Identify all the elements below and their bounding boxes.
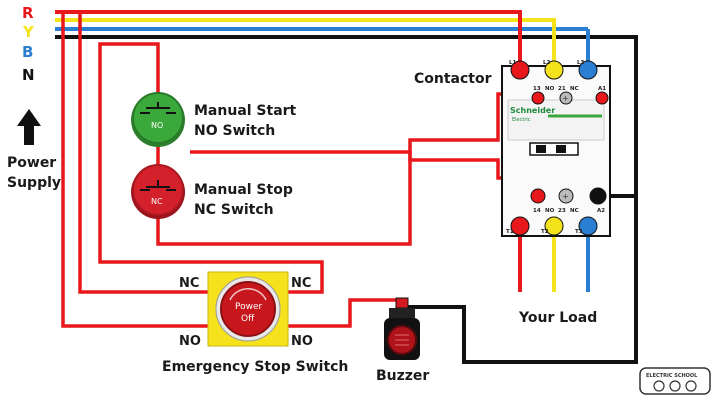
estop-no-to-buzzer-wire (288, 298, 400, 328)
coil-terminal-a2 (589, 187, 607, 205)
logo-bulb-1 (653, 380, 665, 392)
terminal-l2-label: L2 (543, 60, 551, 66)
contactor-title: Contactor (414, 71, 492, 87)
estop-no-left-label: NO (179, 334, 201, 349)
estop-nc-right-label: NC (291, 276, 311, 291)
r-to-estop-no-wire (61, 12, 210, 328)
aux-top-no: NO (545, 86, 555, 92)
aux-bottom-nc: NC (570, 208, 579, 214)
start-badge: NO (151, 121, 163, 130)
terminal-t1-label: T1 (506, 229, 514, 235)
start-label-line2: NO Switch (194, 123, 275, 139)
stop-label-line2: NC Switch (194, 202, 274, 218)
logo-bulb-3 (685, 380, 697, 392)
aux-bottom-a2: A2 (597, 208, 605, 214)
terminal-l2 (544, 60, 564, 80)
logo-bulb-2 (669, 380, 681, 392)
phase-y-label: Y (22, 23, 35, 41)
terminal-t2-label: T2 (541, 229, 549, 235)
aux-terminal-21-screw: + (562, 94, 569, 103)
aux-bottom-23: 23 (558, 208, 566, 214)
contactor-window-mark-1 (536, 145, 546, 153)
terminal-t2 (544, 216, 564, 236)
load-label: Your Load (518, 310, 597, 326)
aux-terminal-13 (531, 91, 545, 105)
terminal-l1-label: L1 (509, 60, 517, 66)
contactor-brand: Schneider (510, 106, 555, 115)
stop-badge: NC (151, 197, 163, 206)
buzzer-label: Buzzer (376, 368, 429, 384)
stop-to-contactor-wire (156, 92, 520, 246)
neutral-label: N (22, 66, 35, 84)
estop-no-right-label: NO (291, 334, 313, 349)
terminal-t1 (510, 216, 530, 236)
aux-top-a1: A1 (598, 86, 606, 92)
aux-terminal-21 (559, 91, 573, 105)
coil-terminal-a1 (595, 91, 609, 105)
estop-button[interactable] (220, 281, 276, 337)
aux-top-nc: NC (570, 86, 579, 92)
aux-top-21: 21 (558, 86, 566, 92)
aux-terminal-23 (558, 188, 574, 204)
start-button[interactable] (132, 92, 184, 144)
contactor-panel (507, 99, 605, 141)
terminal-l1 (510, 60, 530, 80)
aux-terminal-23-screw: + (562, 192, 569, 201)
start-label-line1: Manual Start (194, 103, 297, 119)
phase-r-label: R (22, 4, 34, 22)
phase-b-label: B (22, 43, 33, 61)
estop-label-line2: Off (241, 314, 255, 324)
terminal-t3-label: T3 (575, 229, 583, 235)
terminal-l3-label: L3 (577, 60, 585, 66)
terminal-t3 (578, 216, 598, 236)
logo-text: ELECTRIC SCHOOL (646, 373, 698, 379)
estop-label-line1: Power (235, 302, 263, 312)
neutral-return-wire (406, 37, 638, 364)
aux-top-13: 13 (533, 86, 541, 92)
aux-bottom-no: NO (545, 208, 555, 214)
r-to-estop-nc-wire (78, 12, 210, 294)
terminal-l3 (578, 60, 598, 80)
contactor-window-mark-2 (556, 145, 566, 153)
stop-label-line1: Manual Stop (194, 182, 293, 198)
contactor-brand-sub: Electric (512, 117, 531, 123)
estop-arrow-icon (229, 288, 267, 301)
buzzer-lead (395, 297, 409, 309)
estop-nc-to-stop-wire (98, 42, 324, 294)
estop-nc-left-label: NC (179, 276, 199, 291)
aux-terminal-14 (530, 188, 546, 204)
buzzer-neck (389, 308, 415, 318)
power-supply-line1: Power (7, 155, 56, 171)
up-arrow-icon (17, 109, 41, 145)
emergency-label: Emergency Stop Switch (162, 359, 348, 375)
power-supply-line2: Supply (7, 175, 61, 191)
stop-button[interactable] (132, 164, 184, 216)
aux-bottom-14: 14 (533, 208, 541, 214)
